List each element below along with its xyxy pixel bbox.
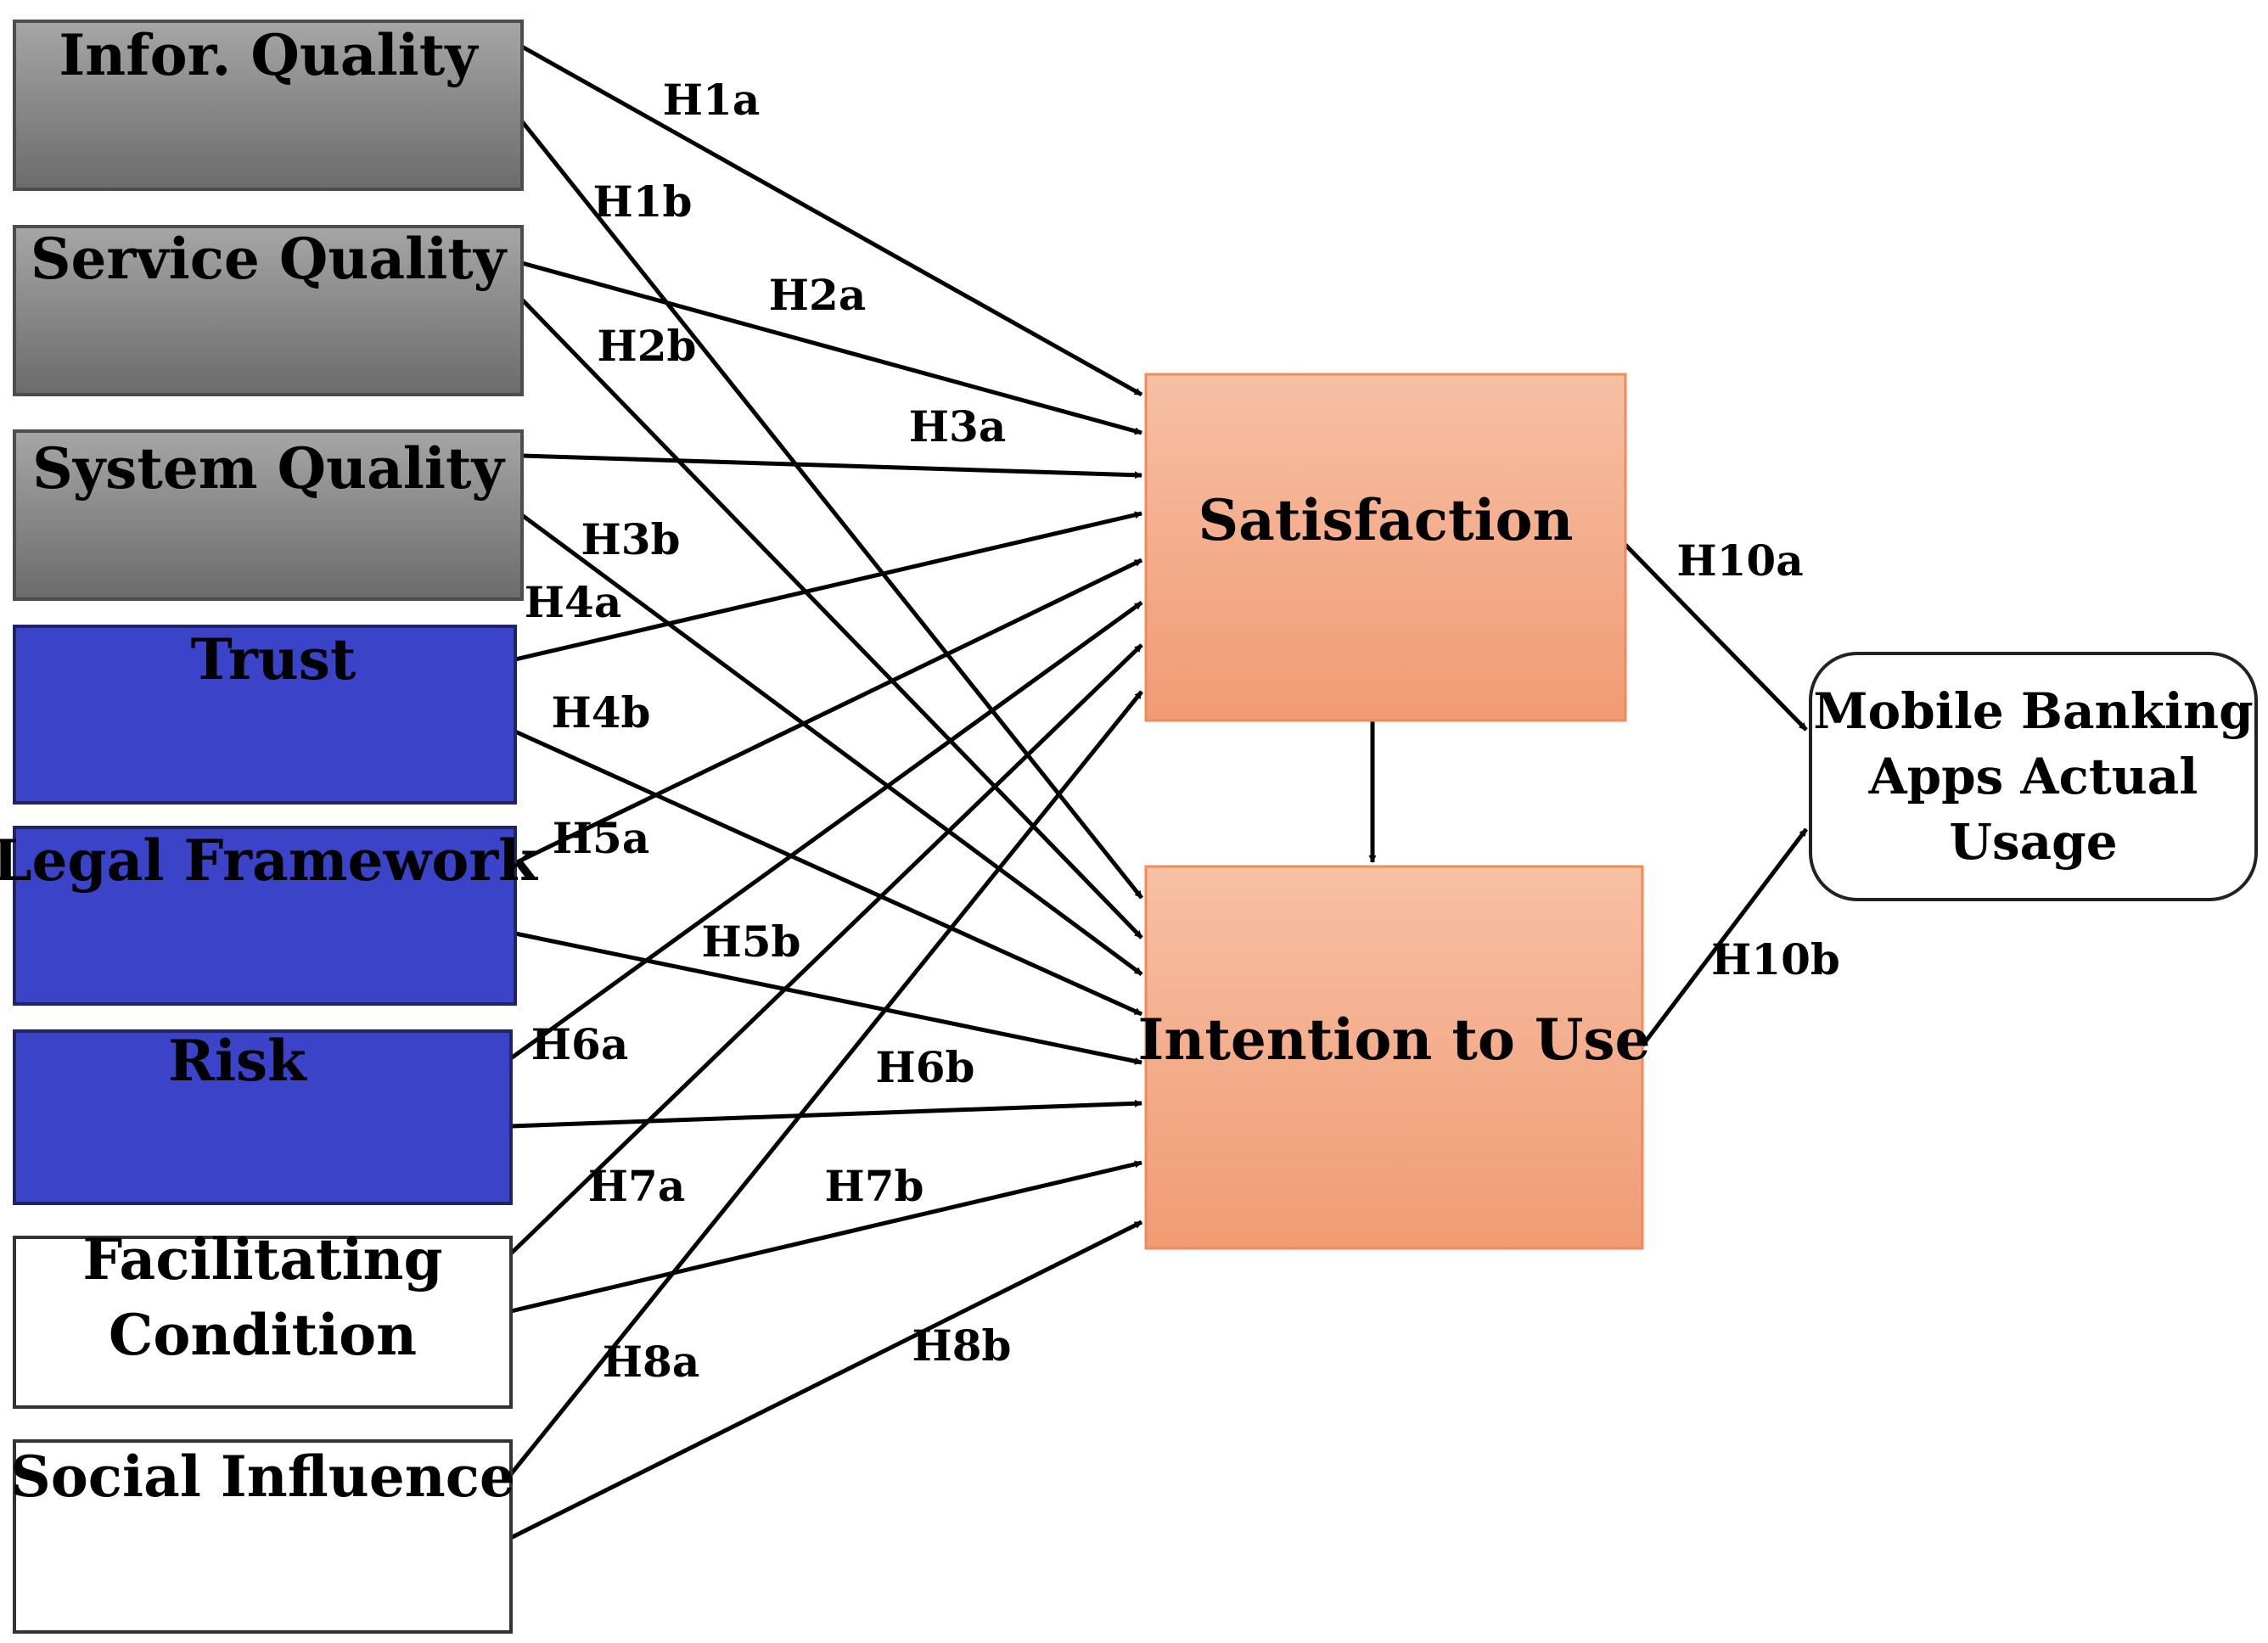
arrow-h1b: [520, 120, 1143, 900]
arrow-h5a: [514, 558, 1143, 866]
arrow-h8b: [509, 1220, 1143, 1540]
risk-box: Risk: [13, 1028, 513, 1205]
actual-usage-label: Apps Actual: [1868, 748, 2198, 805]
hypothesis-label-h10b: H10b: [1711, 934, 1840, 984]
arrow-h7b: [510, 1160, 1142, 1314]
hypothesis-arrows: [509, 44, 1808, 1540]
legal-framework-label: Legal Framework: [0, 827, 538, 894]
hypothesis-label-h3b: H3b: [581, 514, 681, 564]
infor-quality-label: Infor. Quality: [59, 22, 479, 88]
arrow-h10a: [1624, 543, 1808, 732]
arrow-h3b: [520, 513, 1143, 977]
hypothesis-label-h3a: H3a: [909, 401, 1006, 451]
arrow-h5b: [514, 931, 1142, 1065]
hypothesis-label-h7b: H7b: [825, 1161, 924, 1211]
hypothesis-label-h5a: H5a: [553, 813, 649, 863]
arrow-h10b: [1641, 827, 1808, 1047]
arrow-h7a: [509, 643, 1143, 1255]
hypothesis-label-h7a: H7a: [588, 1161, 685, 1211]
hypothesis-label-h10a: H10a: [1676, 536, 1803, 586]
arrow-h2a: [521, 261, 1142, 435]
actual-usage-label: Usage: [1949, 813, 2117, 871]
social-influence-box: Social Influence: [10, 1439, 515, 1634]
satisfaction-shape: [1144, 373, 1627, 722]
legal-framework-shape: [13, 826, 517, 1006]
hypothesis-label-h8a: H8a: [603, 1337, 699, 1387]
risk-shape: [13, 1029, 513, 1205]
arrow-h2b: [520, 298, 1143, 939]
system-quality-shape: [13, 429, 524, 601]
hypothesis-label-h6a: H6a: [531, 1019, 628, 1069]
satisfaction-box: Satisfaction: [1144, 373, 1627, 722]
infor-quality-shape: [13, 20, 524, 191]
infor-quality-box: Infor. Quality: [13, 20, 524, 191]
facilitating-condition-label: Facilitating: [82, 1226, 442, 1293]
service-quality-label: Service Quality: [31, 226, 508, 292]
facilitating-condition-shape: [13, 1236, 513, 1409]
intention-to-use-box: Intention to Use: [1137, 865, 1651, 1250]
social-influence-shape: [13, 1439, 513, 1634]
hypothesis-label-h5b: H5b: [702, 917, 801, 967]
arrow-h4b: [514, 729, 1143, 1017]
facilitating-condition-label: Condition: [109, 1302, 417, 1368]
system-quality-label: System Quality: [32, 435, 505, 502]
arrow-h8a: [509, 690, 1143, 1476]
arrow-h1a: [520, 44, 1143, 397]
trust-box: Trust: [13, 625, 517, 805]
legal-framework-box: Legal Framework: [0, 826, 538, 1006]
risk-label: Risk: [168, 1028, 307, 1094]
hypothesis-label-h4b: H4b: [552, 687, 651, 737]
hypothesis-label-h1a: H1a: [663, 75, 760, 125]
hypothesis-label-h8b: H8b: [912, 1321, 1012, 1371]
hypothesis-label-h4a: H4a: [525, 577, 621, 627]
arrow-h6b: [510, 1099, 1142, 1129]
service-quality-shape: [13, 225, 524, 396]
intention-to-use-shape: [1144, 865, 1644, 1250]
hypothesis-label-h2a: H2a: [769, 270, 866, 320]
satisfaction-label: Satisfaction: [1198, 487, 1573, 553]
service-quality-box: Service Quality: [13, 225, 524, 396]
trust-shape: [13, 625, 517, 805]
hypothesis-label-h1b: H1b: [593, 177, 693, 227]
arrow-h3a: [521, 453, 1142, 479]
hypothesis-label-h6b: H6b: [876, 1042, 975, 1092]
actual-usage-shape: [1809, 652, 2258, 901]
actual-usage-label: Mobile Banking: [1813, 682, 2253, 740]
intention-to-use-label: Intention to Use: [1137, 1007, 1650, 1073]
system-quality-box: System Quality: [13, 429, 524, 601]
trust-label: Trust: [191, 626, 356, 693]
arrow-h6a: [509, 600, 1143, 1061]
arrow-h4a: [514, 511, 1142, 662]
social-influence-label: Social Influence: [10, 1444, 515, 1510]
hypothesis-label-h2b: H2b: [598, 321, 697, 371]
